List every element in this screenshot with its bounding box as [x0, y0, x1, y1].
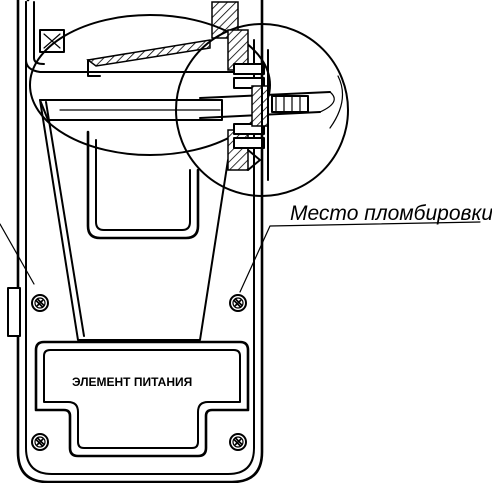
battery-compartment: [31, 340, 250, 458]
screw-icon: [31, 294, 49, 312]
leader-left: [0, 223, 35, 285]
nut-lower-2: [233, 137, 265, 149]
gland-core: [251, 85, 269, 127]
display-funnel: [39, 99, 229, 341]
seal-leaders: [0, 221, 481, 293]
nut-upper-2: [233, 77, 265, 89]
screw-icon: [31, 433, 49, 451]
cable-sleeve: [271, 95, 309, 113]
nut-lower-1: [233, 123, 265, 135]
device-head: [25, 1, 241, 73]
screw-icon: [229, 294, 247, 312]
battery-label: ЭЛЕМЕНТ ПИТАНИЯ: [72, 375, 192, 389]
side-connector: [7, 287, 21, 337]
leader-right: [239, 221, 481, 293]
device-body: [7, 0, 264, 483]
seal-screws: [31, 294, 247, 312]
nut-upper-1: [233, 63, 265, 75]
screw-icon: [229, 433, 247, 451]
detail-callout: [175, 23, 349, 197]
section-callout: [29, 14, 271, 156]
seal-location-label: Место пломбировки: [290, 202, 492, 225]
gland-bottom: [227, 129, 249, 171]
